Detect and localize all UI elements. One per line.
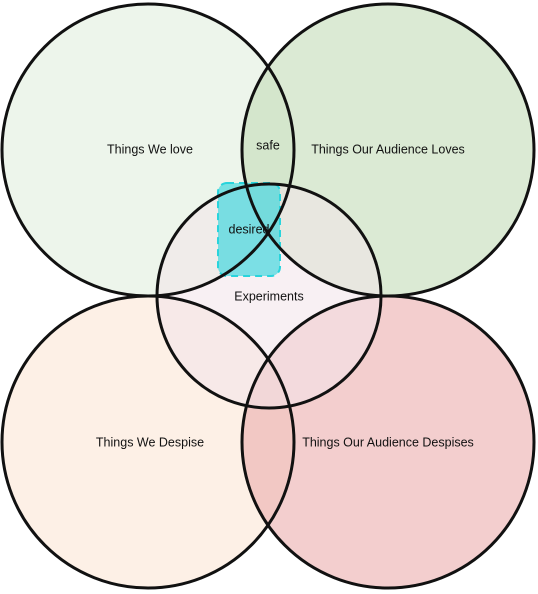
- circle-experiments: [157, 184, 381, 408]
- label-safe: safe: [256, 138, 280, 152]
- outline-things-audience-despises: [240, 294, 536, 590]
- label-experiments: Experiments: [234, 289, 303, 303]
- desired-highlight-box: [217, 182, 281, 277]
- outline-experiments: [155, 182, 383, 410]
- label-things-we-despise: Things We Despise: [96, 435, 204, 449]
- circle-fills: [2, 4, 534, 588]
- outline-things-we-despise: [0, 294, 296, 590]
- label-things-audience-despises: Things Our Audience Despises: [302, 435, 474, 449]
- label-things-audience-loves: Things Our Audience Loves: [311, 142, 465, 156]
- label-desired: desired: [229, 222, 270, 236]
- label-things-we-love: Things We love: [107, 142, 193, 156]
